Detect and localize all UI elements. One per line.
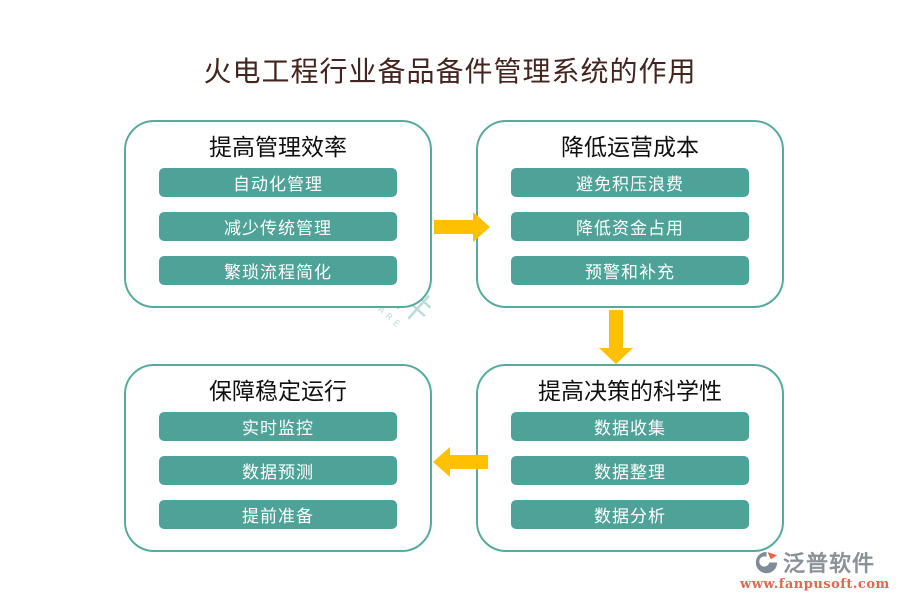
arrow-left-icon xyxy=(433,447,488,477)
arrow-down-icon xyxy=(599,310,633,364)
panel-title: 降低运营成本 xyxy=(561,135,699,161)
arrow-right-icon xyxy=(434,212,490,242)
footer-url-link[interactable]: www.fanpusoft.com xyxy=(740,577,890,592)
pill-item: 避免积压浪费 xyxy=(511,168,749,197)
panel-scientific-decision: 提高决策的科学性 数据收集 数据整理 数据分析 xyxy=(476,364,784,552)
panel-title: 保障稳定运行 xyxy=(209,379,347,405)
panel-title: 提高决策的科学性 xyxy=(538,379,722,405)
footer-brand-text: 泛普软件 xyxy=(782,551,875,577)
pill-item: 实时监控 xyxy=(159,412,397,441)
pill-item: 数据预测 xyxy=(159,456,397,485)
pill-item: 数据分析 xyxy=(511,500,749,529)
panel-improve-efficiency: 提高管理效率 自动化管理 减少传统管理 繁琐流程简化 xyxy=(124,120,432,308)
page-title: 火电工程行业备品备件管理系统的作用 xyxy=(203,55,697,88)
pill-item: 预警和补充 xyxy=(511,256,749,285)
fanpu-logo-icon xyxy=(755,551,778,573)
pill-item: 自动化管理 xyxy=(159,168,397,197)
pill-item: 数据整理 xyxy=(511,456,749,485)
footer-logo: 泛普软件 www.fanpusoft.com xyxy=(740,546,890,592)
pill-item: 减少传统管理 xyxy=(159,212,397,241)
panel-stable-operation: 保障稳定运行 实时监控 数据预测 提前准备 xyxy=(124,364,432,552)
pill-item: 数据收集 xyxy=(511,412,749,441)
pill-item: 提前准备 xyxy=(159,500,397,529)
panel-title: 提高管理效率 xyxy=(209,135,347,161)
pill-item: 繁琐流程简化 xyxy=(159,256,397,285)
pill-item: 降低资金占用 xyxy=(511,212,749,241)
panel-reduce-cost: 降低运营成本 避免积压浪费 降低资金占用 预警和补充 xyxy=(476,120,784,308)
